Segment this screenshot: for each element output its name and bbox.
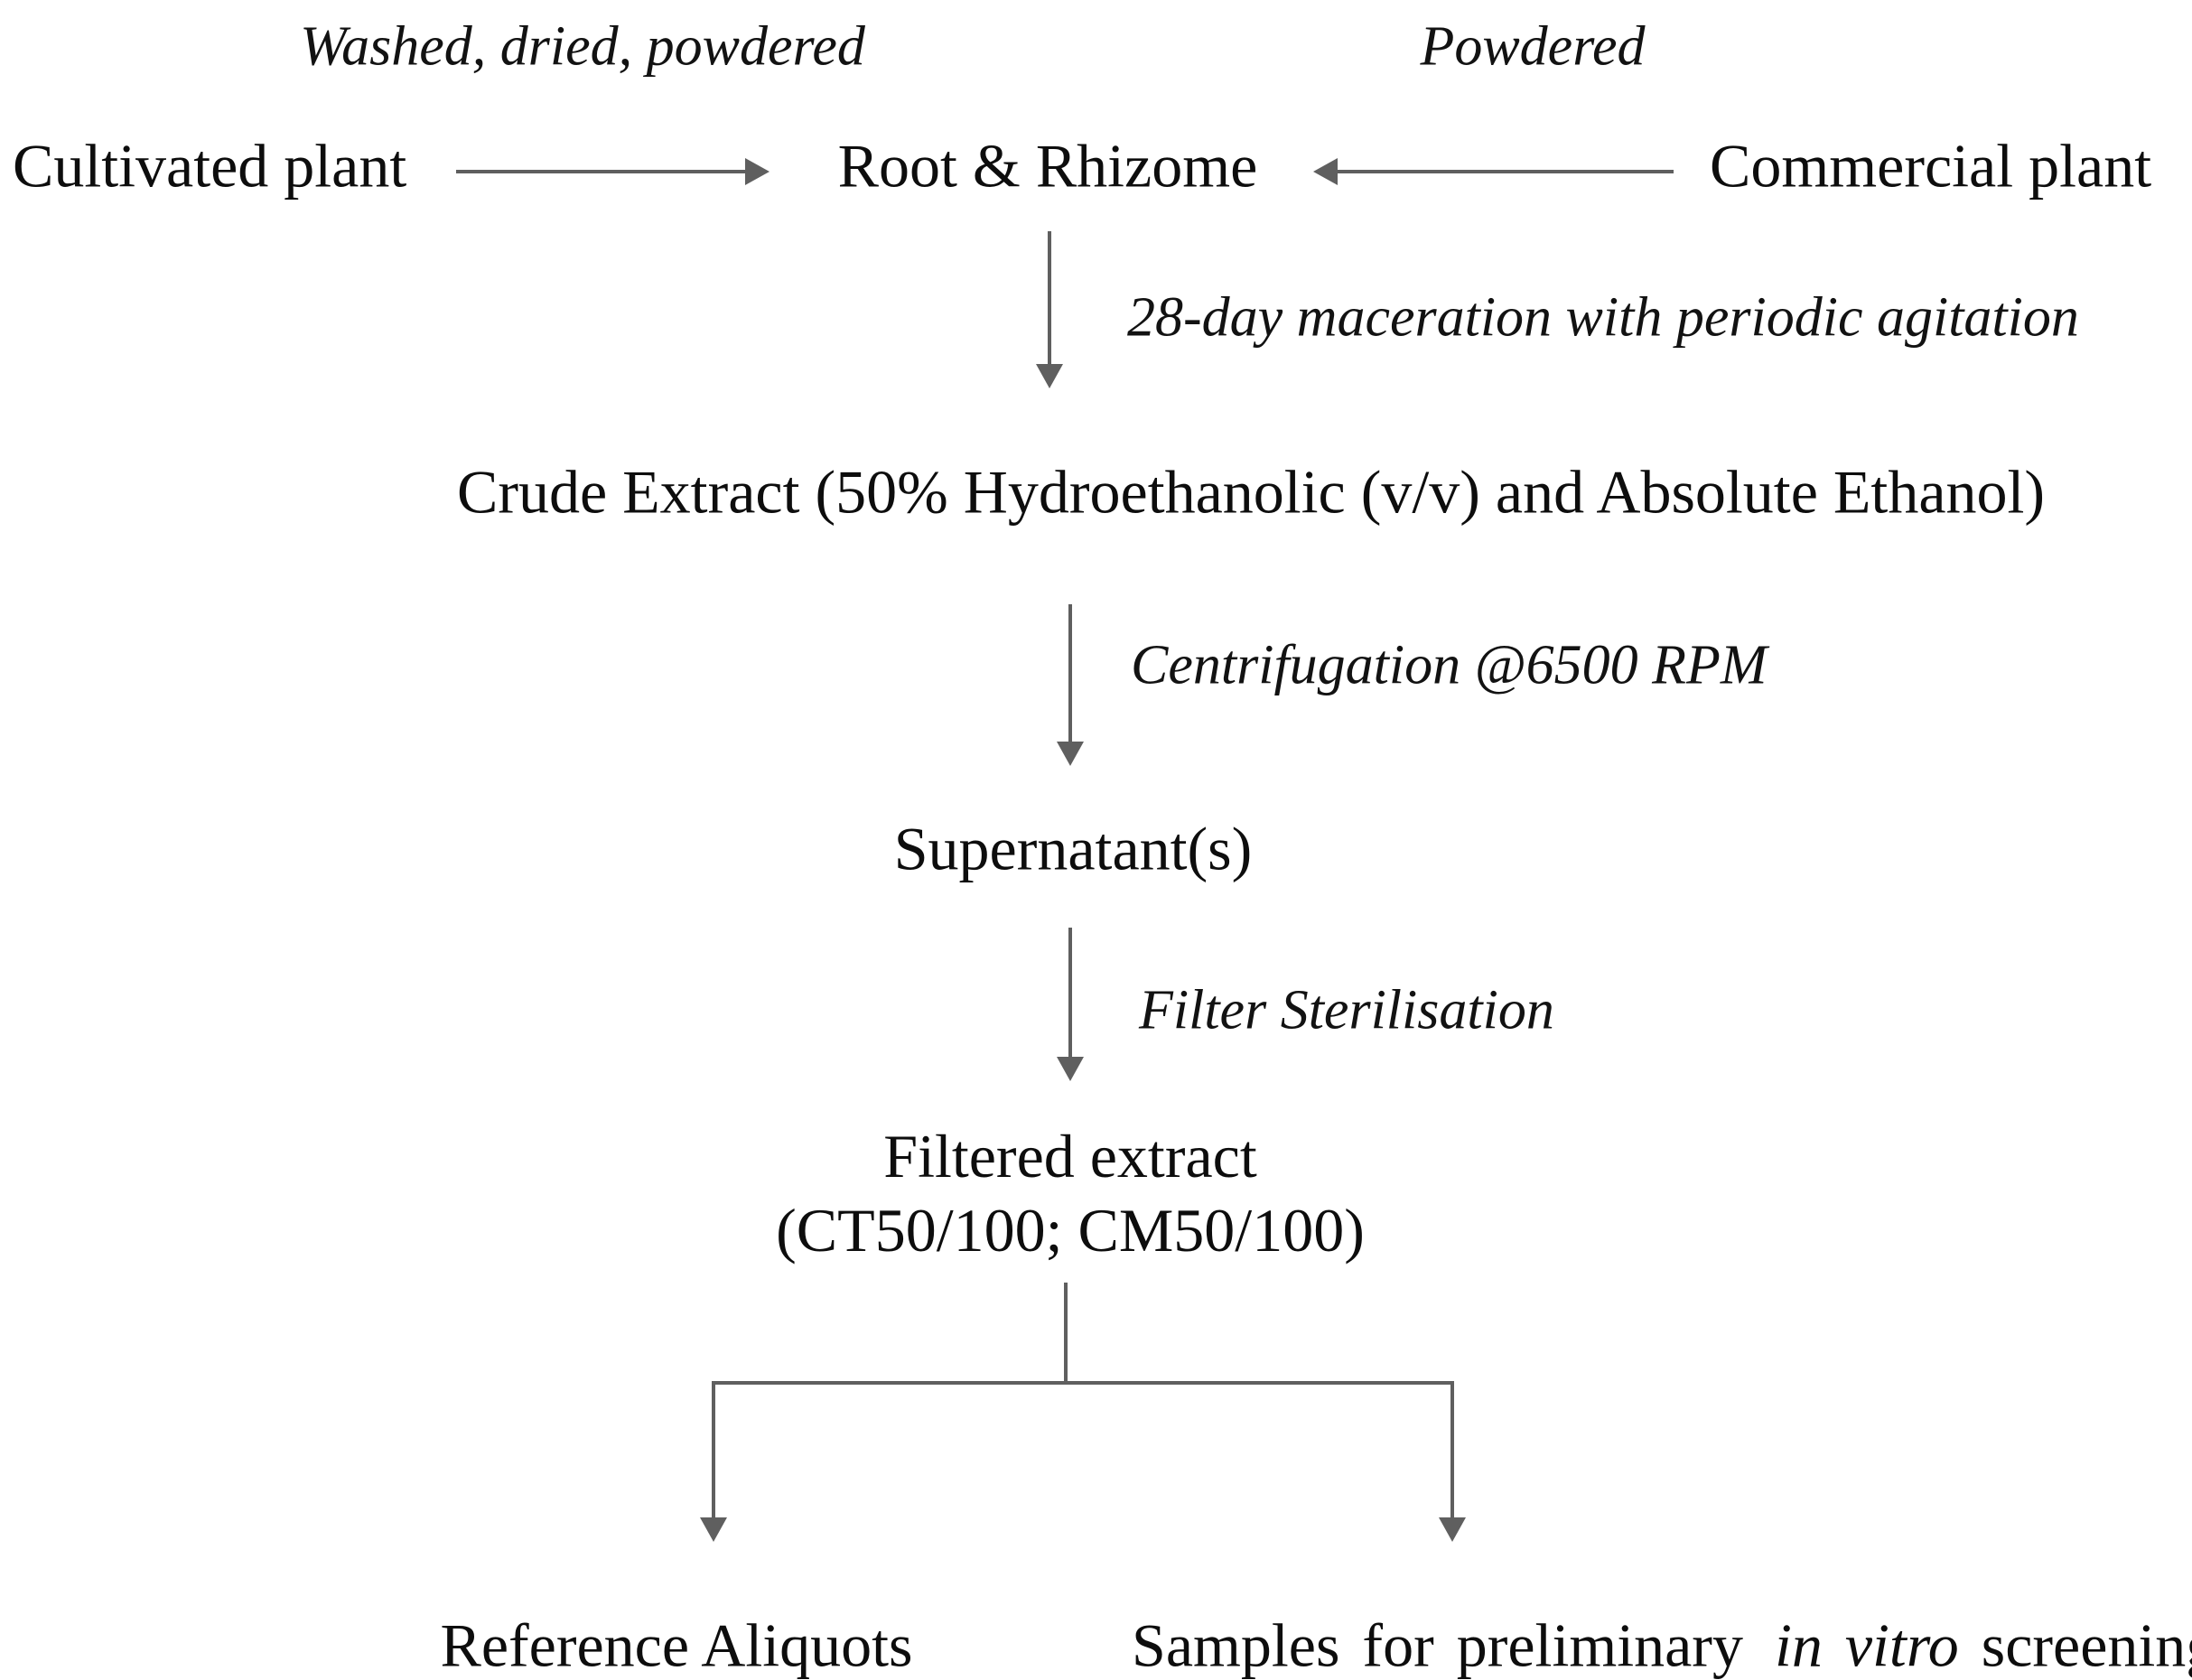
arrow-line bbox=[1338, 170, 1674, 173]
node-cultivated-plant: Cultivated plant bbox=[13, 131, 407, 201]
arrowhead-down-icon bbox=[1036, 364, 1063, 388]
branch-right-line bbox=[1450, 1383, 1454, 1520]
filtered-extract-line2: (CT50/100; CM50/100) bbox=[776, 1196, 1365, 1265]
edge-label-filter-sterilisation: Filter Sterilisation bbox=[1139, 979, 1554, 1041]
arrow-line bbox=[1068, 928, 1072, 1059]
arrowhead-down-icon bbox=[700, 1517, 727, 1542]
node-reference-aliquots: Reference Aliquots bbox=[440, 1610, 913, 1680]
samples-text-suffix: screening bbox=[1958, 1610, 2192, 1680]
arrowhead-down-icon bbox=[1057, 1057, 1084, 1081]
arrowhead-left-icon bbox=[1313, 158, 1338, 185]
node-samples-screening: Samples for preliminary in vitro screeni… bbox=[1132, 1610, 2192, 1680]
samples-text-in-vitro: in vitro bbox=[1774, 1610, 1959, 1680]
edge-label-washed-dried-powdered: Washed, dried, powdered bbox=[300, 15, 865, 78]
filtered-extract-line1: Filtered extract bbox=[883, 1122, 1257, 1190]
arrowhead-right-icon bbox=[745, 158, 770, 185]
node-root-rhizome: Root & Rhizome bbox=[837, 131, 1258, 201]
edge-label-maceration: 28-day maceration with periodic agitatio… bbox=[1127, 286, 2079, 349]
node-filtered-extract: Filtered extract (CT50/100; CM50/100) bbox=[776, 1119, 1365, 1267]
arrow-line bbox=[1048, 231, 1051, 367]
edge-label-powdered: Powdered bbox=[1420, 15, 1646, 78]
branch-stem-line bbox=[1064, 1283, 1068, 1385]
edge-label-centrifugation: Centrifugation @6500 RPM bbox=[1131, 634, 1768, 696]
node-supernatant: Supernatant(s) bbox=[893, 814, 1253, 883]
arrow-line bbox=[1068, 604, 1072, 744]
arrowhead-down-icon bbox=[1439, 1517, 1466, 1542]
arrow-line bbox=[456, 170, 747, 173]
branch-left-line bbox=[712, 1383, 715, 1520]
branch-horizontal-line bbox=[712, 1381, 1454, 1385]
samples-text-prefix: Samples for preliminary bbox=[1132, 1610, 1766, 1680]
arrowhead-down-icon bbox=[1057, 742, 1084, 766]
node-crude-extract: Crude Extract (50% Hydroethanolic (v/v) … bbox=[456, 457, 2046, 527]
node-commercial-plant: Commercial plant bbox=[1710, 131, 2152, 201]
